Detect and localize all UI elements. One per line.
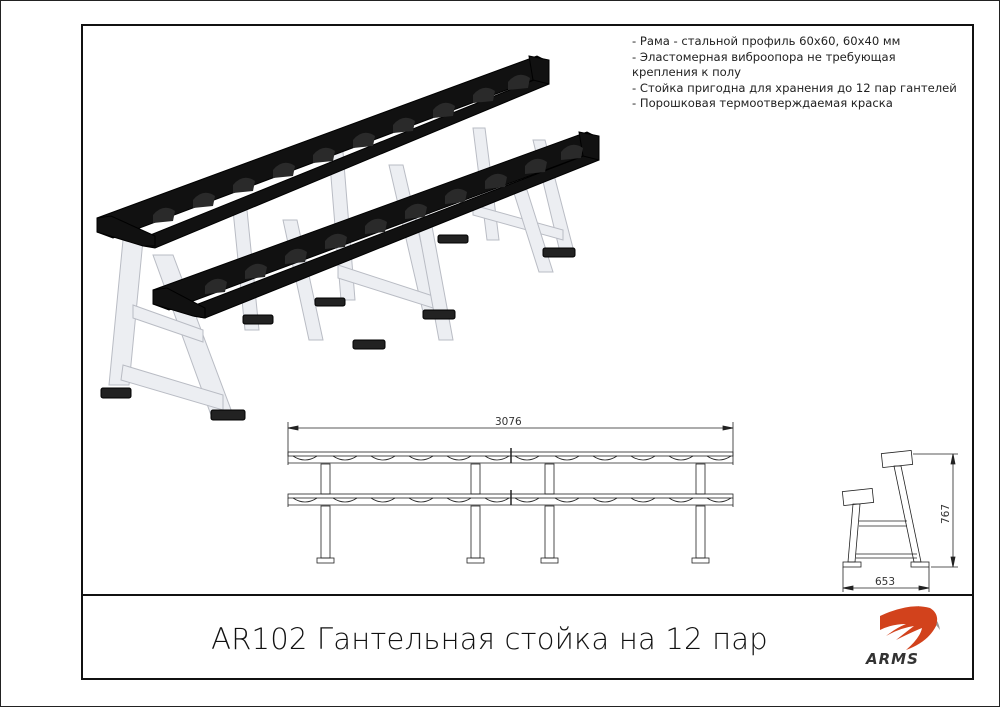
- feature-item: - Порошковая термоотверждаемая краска: [632, 96, 893, 110]
- drawing-frame: - Рама - стальной профиль 60x60, 60x40 м…: [81, 24, 974, 680]
- features-list: - Рама - стальной профиль 60x60, 60x40 м…: [632, 34, 962, 112]
- feature-item: - Стойка пригодна для хранения до 12 пар…: [632, 80, 957, 95]
- side-elevation-drawing: 767 653: [841, 450, 958, 592]
- brand-name: ARMS: [865, 650, 919, 668]
- dimension-length: 3076: [495, 416, 522, 428]
- feature-item: - Рама - стальной профиль 60x60, 60x40 м…: [632, 34, 901, 48]
- product-title: AR102 Гантельная стойка на 12 пар: [211, 622, 768, 656]
- front-elevation-drawing: 3076: [287, 416, 734, 564]
- arms-logo: ARMS: [865, 606, 940, 668]
- feature-item: - Эластомерная виброопора не требующая к…: [632, 49, 896, 80]
- dimension-height: 767: [940, 504, 952, 524]
- dimension-depth: 653: [875, 576, 895, 588]
- product-3d-render: [96, 55, 600, 421]
- title-divider: [83, 594, 972, 596]
- arms-swoosh-icon: [880, 606, 940, 650]
